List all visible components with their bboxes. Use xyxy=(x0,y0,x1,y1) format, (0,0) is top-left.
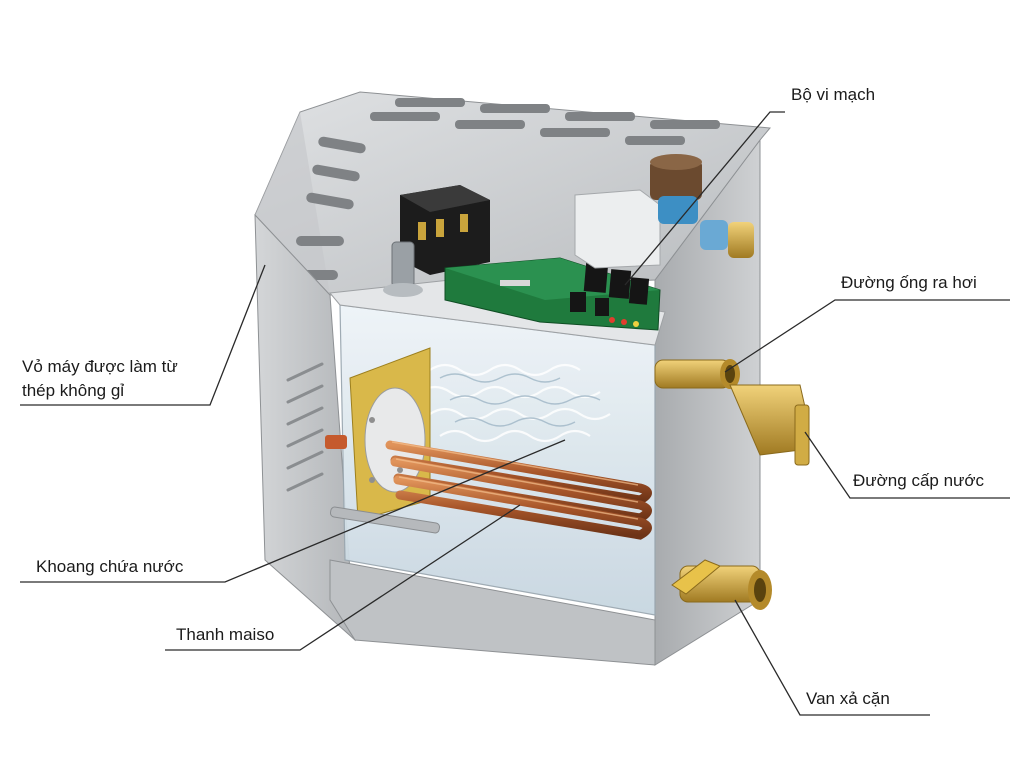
drain-valve xyxy=(671,559,772,610)
leader-housing xyxy=(20,264,266,406)
water-ripples xyxy=(419,363,611,443)
housing-front-base xyxy=(329,559,656,666)
side-louvers xyxy=(286,362,324,492)
leader-water-inlet xyxy=(804,431,1010,499)
leader-water-chamber xyxy=(20,439,566,583)
contactor-relay xyxy=(400,185,490,275)
solenoid-valve xyxy=(650,154,754,258)
label-water-inlet: Đường cấp nước xyxy=(853,471,985,490)
label-heating-element: Thanh maiso xyxy=(176,625,275,644)
label-drain-valve: Van xả cặn xyxy=(806,689,890,708)
label-circuit-board: Bộ vi mạch xyxy=(791,85,876,104)
side-sensor xyxy=(325,435,347,449)
label-housing-line2: thép không gỉ xyxy=(22,381,125,400)
label-housing-line1: Vỏ máy được làm từ xyxy=(22,357,178,376)
circuit-board xyxy=(444,257,661,331)
coil-highlights xyxy=(391,441,639,520)
housing-left-panel xyxy=(254,213,356,642)
leader-circuit-board xyxy=(624,111,785,286)
control-box xyxy=(574,189,661,269)
leader-lines xyxy=(20,111,1010,716)
pressure-switch xyxy=(383,241,423,297)
label-steam-outlet: Đường ống ra hơi xyxy=(841,273,977,292)
steam-outlet-pipe xyxy=(654,359,740,389)
leader-heating-element xyxy=(165,504,521,651)
leader-steam-outlet xyxy=(724,299,1010,373)
water-ripple-shadows xyxy=(439,373,601,427)
leader-drain-valve xyxy=(734,599,930,716)
water-inlet-fitting xyxy=(729,384,810,466)
label-water-chamber: Khoang chứa nước xyxy=(36,557,184,576)
heating-element-coil xyxy=(385,440,652,540)
